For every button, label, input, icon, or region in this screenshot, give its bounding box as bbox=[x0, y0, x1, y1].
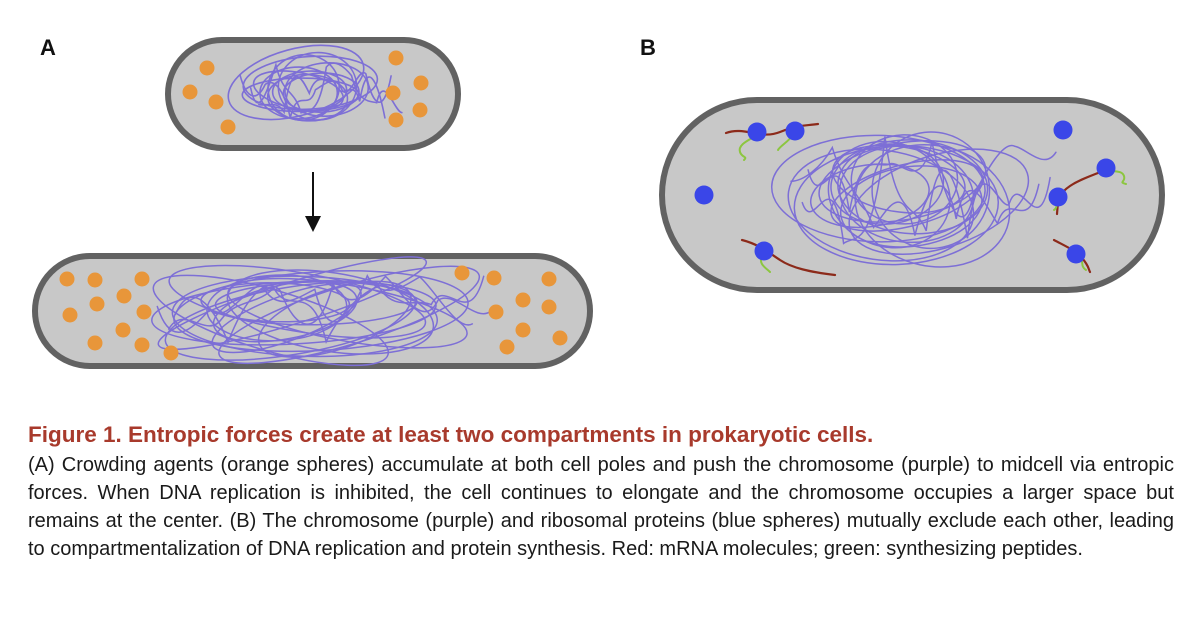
crowder-sphere bbox=[116, 288, 132, 304]
crowder-sphere bbox=[486, 270, 502, 286]
crowder-sphere bbox=[454, 265, 470, 281]
chromosome-loop bbox=[871, 131, 991, 250]
ribosome-sphere bbox=[747, 122, 767, 142]
crowder-sphere bbox=[552, 330, 568, 346]
crowder-sphere bbox=[488, 304, 504, 320]
chromosome-loop bbox=[818, 139, 987, 223]
peptide-chain bbox=[738, 137, 753, 161]
crowder-sphere bbox=[87, 335, 103, 351]
chromosome-loop bbox=[850, 134, 959, 225]
ribosome-sphere bbox=[754, 241, 774, 261]
chromosome-loop bbox=[239, 71, 392, 119]
crowder-sphere bbox=[388, 50, 404, 66]
crowder-sphere bbox=[134, 337, 150, 353]
ribosome-sphere bbox=[1048, 187, 1068, 207]
crowder-sphere bbox=[515, 322, 531, 338]
crowder-sphere bbox=[413, 75, 429, 91]
ribosome-sphere bbox=[1066, 244, 1086, 264]
crowder-sphere bbox=[163, 345, 179, 361]
ribosome-sphere bbox=[1096, 158, 1116, 178]
figure-illustration: A B bbox=[32, 35, 1165, 369]
chromosome-loop bbox=[848, 148, 1030, 255]
chromosome-loop bbox=[157, 256, 428, 351]
ribosomes bbox=[694, 120, 1116, 264]
crowder-sphere bbox=[87, 272, 103, 288]
chromosome-loop bbox=[167, 275, 485, 345]
chromosome-loop bbox=[787, 148, 975, 262]
crowder-sphere bbox=[89, 296, 105, 312]
mrna-strand bbox=[724, 122, 820, 136]
chromosome-loop bbox=[790, 145, 1040, 236]
chromosome-loop bbox=[807, 142, 1057, 218]
crowder-sphere bbox=[499, 339, 515, 355]
chromosome-loop bbox=[156, 274, 474, 333]
crowder-sphere bbox=[515, 292, 531, 308]
chromosome-loop bbox=[267, 53, 340, 122]
crowders-a-long bbox=[59, 265, 568, 361]
ribosome-sphere bbox=[1053, 120, 1073, 140]
crowder-sphere bbox=[385, 85, 401, 101]
panel-b-label: B bbox=[640, 35, 656, 60]
crowder-sphere bbox=[541, 271, 557, 287]
crowder-sphere bbox=[388, 112, 404, 128]
ribosome-sphere bbox=[694, 185, 714, 205]
crowder-sphere bbox=[412, 102, 428, 118]
caption-body: (A) Crowding agents (orange spheres) acc… bbox=[28, 454, 1174, 560]
ribosome-sphere bbox=[785, 121, 805, 141]
chromosome-loop bbox=[249, 61, 403, 114]
crowder-sphere bbox=[208, 94, 224, 110]
chromosome-loop bbox=[770, 134, 986, 243]
crowder-sphere bbox=[199, 60, 215, 76]
chromosome-b bbox=[770, 131, 1057, 268]
chromosome-a-long bbox=[151, 256, 492, 367]
chromosome-a-short bbox=[227, 44, 403, 122]
crowder-sphere bbox=[136, 304, 152, 320]
crowder-sphere bbox=[134, 271, 150, 287]
crowder-sphere bbox=[541, 299, 557, 315]
crowders-a-short bbox=[182, 50, 429, 135]
chromosome-loop bbox=[258, 75, 386, 119]
chromosome-loop bbox=[830, 143, 945, 225]
chromosome-loop bbox=[206, 274, 348, 342]
chromosome-loop bbox=[801, 136, 1051, 245]
chromosome-loop bbox=[284, 62, 370, 117]
caption-title: Figure 1. Entropic forces create at leas… bbox=[28, 422, 874, 447]
chromosome-loop bbox=[226, 269, 435, 355]
mrna-strand bbox=[740, 238, 837, 277]
chromosome-loop bbox=[854, 144, 1011, 268]
figure-caption: Figure 1. Entropic forces create at leas… bbox=[28, 421, 1174, 563]
chromosome-loop bbox=[282, 72, 360, 113]
cell-a-long bbox=[32, 253, 593, 369]
chromosome-loop bbox=[152, 274, 390, 367]
crowder-sphere bbox=[115, 322, 131, 338]
panel-a-label: A bbox=[40, 35, 56, 60]
crowder-sphere bbox=[59, 271, 75, 287]
crowder-sphere bbox=[62, 307, 78, 323]
crowder-sphere bbox=[182, 84, 198, 100]
chromosome-loop bbox=[227, 44, 365, 121]
chromosome-loop bbox=[837, 139, 989, 235]
crowder-sphere bbox=[220, 119, 236, 135]
chromosome-loop bbox=[174, 275, 492, 345]
arrow-down-icon bbox=[305, 172, 321, 232]
cell-b bbox=[659, 97, 1165, 293]
